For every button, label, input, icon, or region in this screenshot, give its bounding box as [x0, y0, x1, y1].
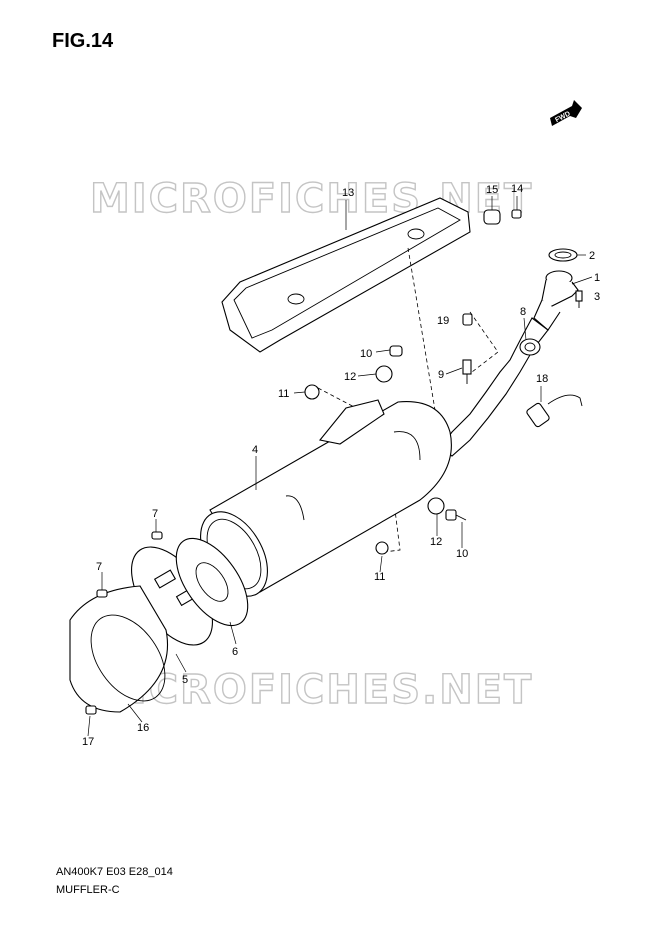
mount-grommet — [427, 497, 445, 515]
oxygen-sensor — [526, 394, 583, 428]
watermark-bottom: MICROFICHES.NET — [90, 667, 533, 713]
callout-11: 11 — [374, 571, 385, 583]
callout-9: 9 — [438, 369, 444, 381]
figure-title: FIG.14 — [52, 30, 114, 52]
callout-10: 10 — [360, 348, 372, 360]
clamp — [519, 338, 541, 356]
callout-12: 12 — [430, 536, 442, 548]
gasket — [548, 248, 578, 262]
screw — [151, 531, 163, 540]
callout-7: 7 — [152, 508, 158, 520]
screw — [85, 705, 97, 715]
mount-bolt — [445, 509, 467, 521]
callout-12: 12 — [344, 371, 356, 383]
figure-code: AN400K7 E03 E28_014 — [56, 866, 173, 878]
exhaust-pipe — [439, 270, 579, 457]
callout-5: 5 — [182, 674, 188, 686]
callout-14: 14 — [511, 183, 523, 195]
callout-3: 3 — [594, 291, 600, 303]
fwd-arrow-icon: FWD — [550, 100, 582, 126]
screw — [96, 589, 108, 598]
alignment-line — [469, 311, 499, 373]
bolt — [575, 290, 583, 308]
bolt — [462, 359, 472, 384]
callout-10: 10 — [456, 548, 468, 560]
gasket-plate — [175, 537, 249, 627]
mount-bolt — [389, 345, 403, 357]
callout-1: 1 — [594, 272, 600, 284]
callout-15: 15 — [486, 184, 498, 196]
mount-collar — [304, 384, 320, 400]
figure-name: MUFFLER-C — [56, 884, 120, 896]
nut — [462, 313, 473, 326]
callout-19: 19 — [437, 315, 449, 327]
callout-17: 17 — [82, 736, 94, 748]
mount-collar — [375, 541, 389, 555]
callout-7: 7 — [96, 561, 102, 573]
callout-2: 2 — [589, 250, 595, 262]
callout-6: 6 — [232, 646, 238, 658]
alignment-line — [407, 247, 441, 441]
fwd-label: FWD — [554, 110, 571, 124]
heat-shield-cover — [221, 197, 471, 353]
callout-16: 16 — [137, 722, 149, 734]
alignment-line — [317, 387, 361, 411]
grommet — [483, 209, 501, 225]
callout-11: 11 — [278, 388, 289, 400]
screw — [511, 209, 522, 219]
mount-grommet — [375, 365, 393, 383]
callout-13: 13 — [342, 187, 354, 199]
callout-18: 18 — [536, 373, 548, 385]
callout-8: 8 — [520, 306, 526, 318]
callout-4: 4 — [252, 444, 258, 456]
